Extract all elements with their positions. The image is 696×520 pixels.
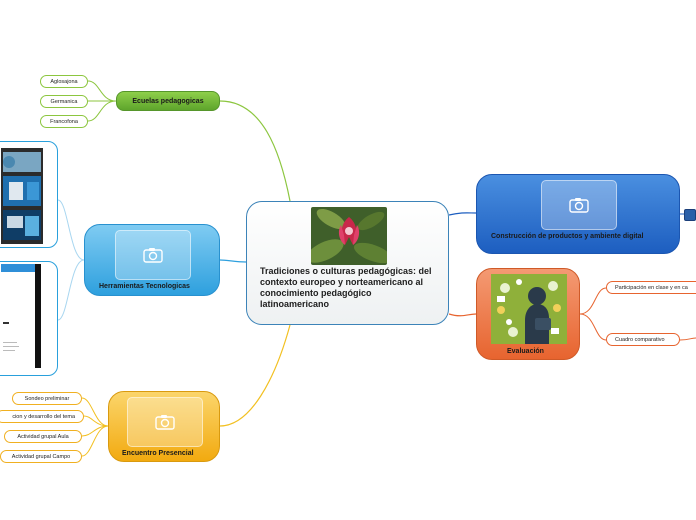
- branch-encuentro-presencial[interactable]: Encuentro Presencial: [108, 391, 220, 462]
- leaf-francofona[interactable]: Francofona: [40, 115, 88, 128]
- leaf-desarrollo-tema[interactable]: cion y desarrollo del tema: [0, 410, 84, 423]
- branch-label: Herramientas Tecnologicas: [99, 283, 190, 290]
- leaf-actividad-aula[interactable]: Actividad grupal Aula: [4, 430, 82, 443]
- branch-label: Ecuelas pedagogicas: [132, 97, 204, 105]
- leaf-cuadro-comparativo[interactable]: Cuadro comparativo: [606, 333, 680, 346]
- branch-construccion-productos[interactable]: Construcción de productos y ambiente dig…: [476, 174, 680, 254]
- leaf-sondeo-preliminar[interactable]: Sondeo preliminar: [12, 392, 82, 405]
- leaf-germanica[interactable]: Germanica: [40, 95, 88, 108]
- branch-herramientas-tecnologicas[interactable]: Herramientas Tecnologicas: [84, 224, 220, 296]
- leaf-participacion[interactable]: Participación en clase y en ca: [606, 281, 696, 294]
- branch-ecuelas-pedagogicas[interactable]: Ecuelas pedagogicas: [116, 91, 220, 111]
- central-topic[interactable]: Tradiciones o culturas pedagógicas: del …: [246, 201, 449, 325]
- camera-icon: [115, 230, 191, 280]
- central-title: Tradiciones o culturas pedagógicas: del …: [260, 266, 432, 309]
- camera-icon: [541, 180, 617, 230]
- branch-label: Evaluación: [507, 348, 544, 355]
- screenshot-thumbnail-1[interactable]: [0, 141, 58, 248]
- evaluation-image: [491, 274, 567, 344]
- leaf-aglosajona[interactable]: Aglosajona: [40, 75, 88, 88]
- screenshot-image: [1, 264, 41, 368]
- leaf-actividad-campo[interactable]: Actividad grupal Campo: [0, 450, 82, 463]
- camera-icon: [127, 397, 203, 447]
- branch-label: Construcción de productos y ambiente dig…: [491, 233, 644, 240]
- attachment-icon[interactable]: [684, 209, 696, 221]
- branch-label: Encuentro Presencial: [122, 450, 194, 457]
- branch-evaluacion[interactable]: Evaluación: [476, 268, 580, 360]
- screenshot-thumbnail-2[interactable]: [0, 261, 58, 376]
- flower-image: [311, 207, 387, 265]
- screenshot-image: [1, 148, 43, 244]
